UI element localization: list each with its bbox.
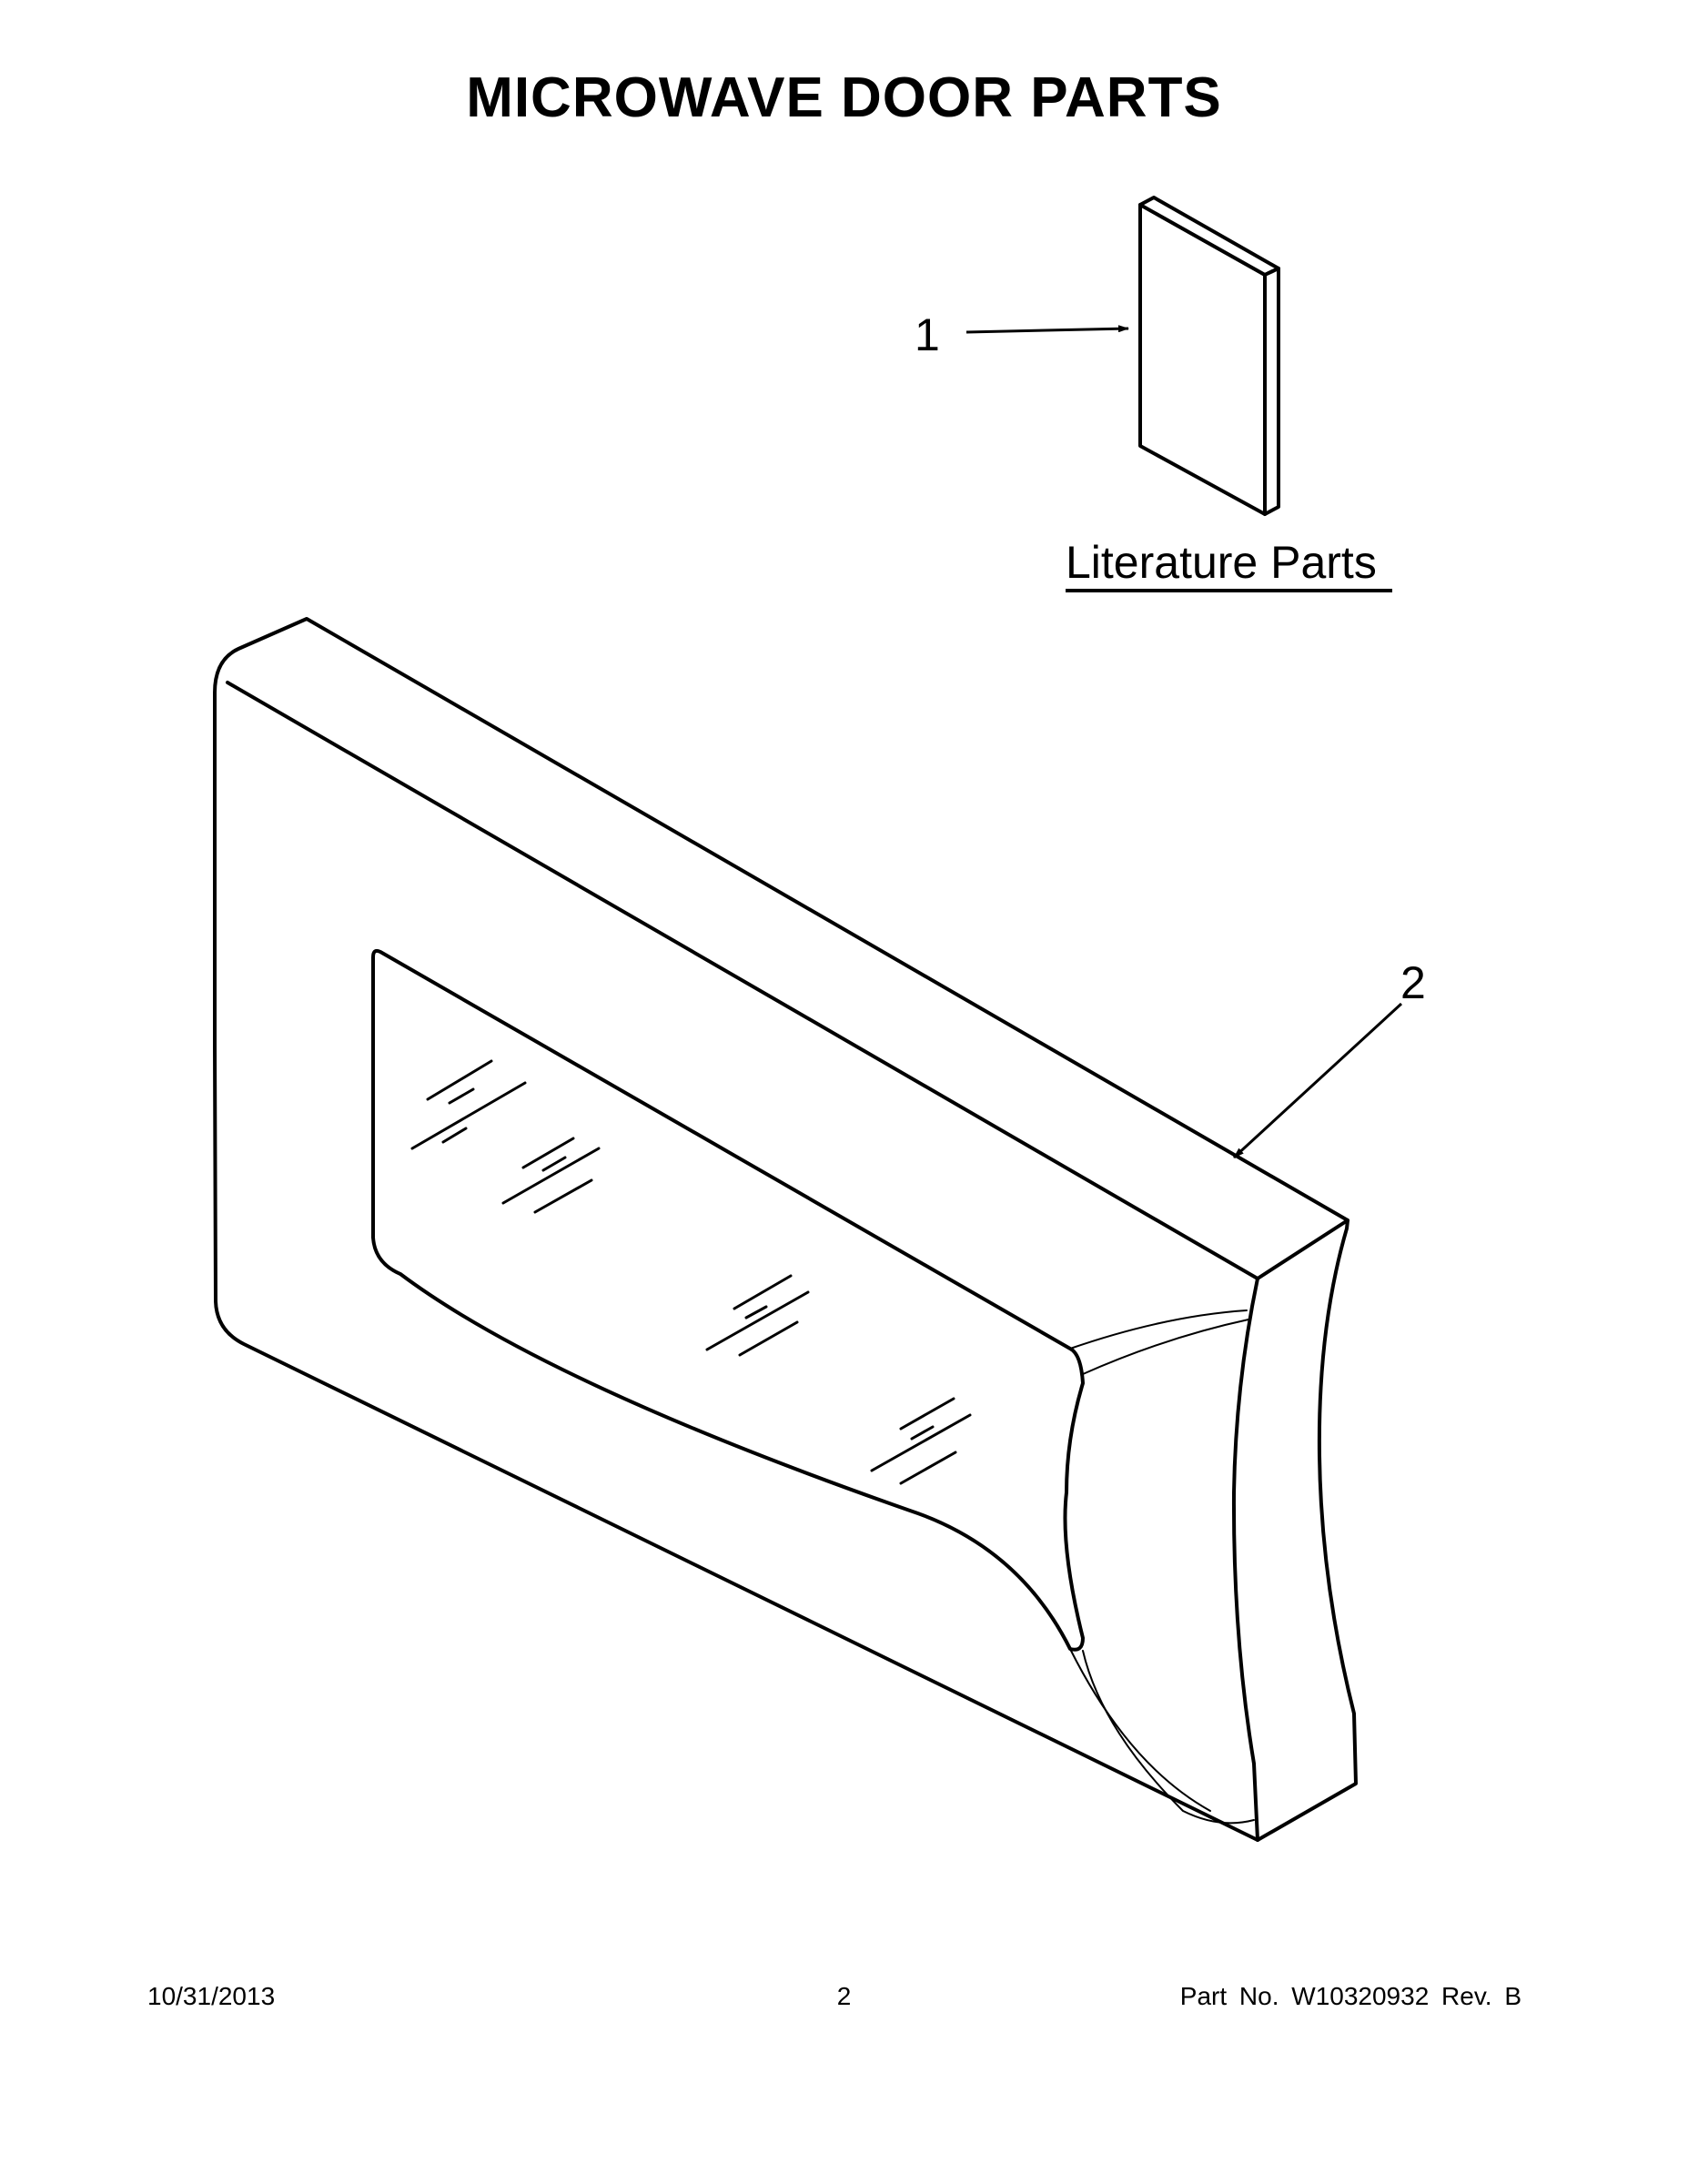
literature-book-icon: [1138, 196, 1280, 516]
literature-parts-text: Literature Parts: [1066, 537, 1377, 588]
callout-1: 1: [915, 309, 1129, 360]
footer-part-number: Part No. W10320932 Rev. B: [1179, 1982, 1521, 2010]
callout-2-arrow: [1232, 1002, 1403, 1159]
callout-1-arrow: [965, 325, 1129, 334]
glass-reflection-marks: [410, 1059, 972, 1485]
microwave-door-icon: [213, 617, 1358, 1842]
callout-2-number: 2: [1400, 957, 1426, 1008]
page-title: MICROWAVE DOOR PARTS: [466, 66, 1222, 129]
footer-page-number: 2: [836, 1982, 852, 2010]
footer-date: 10/31/2013: [147, 1982, 276, 2010]
callout-1-number: 1: [915, 309, 940, 360]
callout-2: 2: [1232, 957, 1426, 1159]
literature-parts-label: Literature Parts: [1066, 537, 1392, 592]
